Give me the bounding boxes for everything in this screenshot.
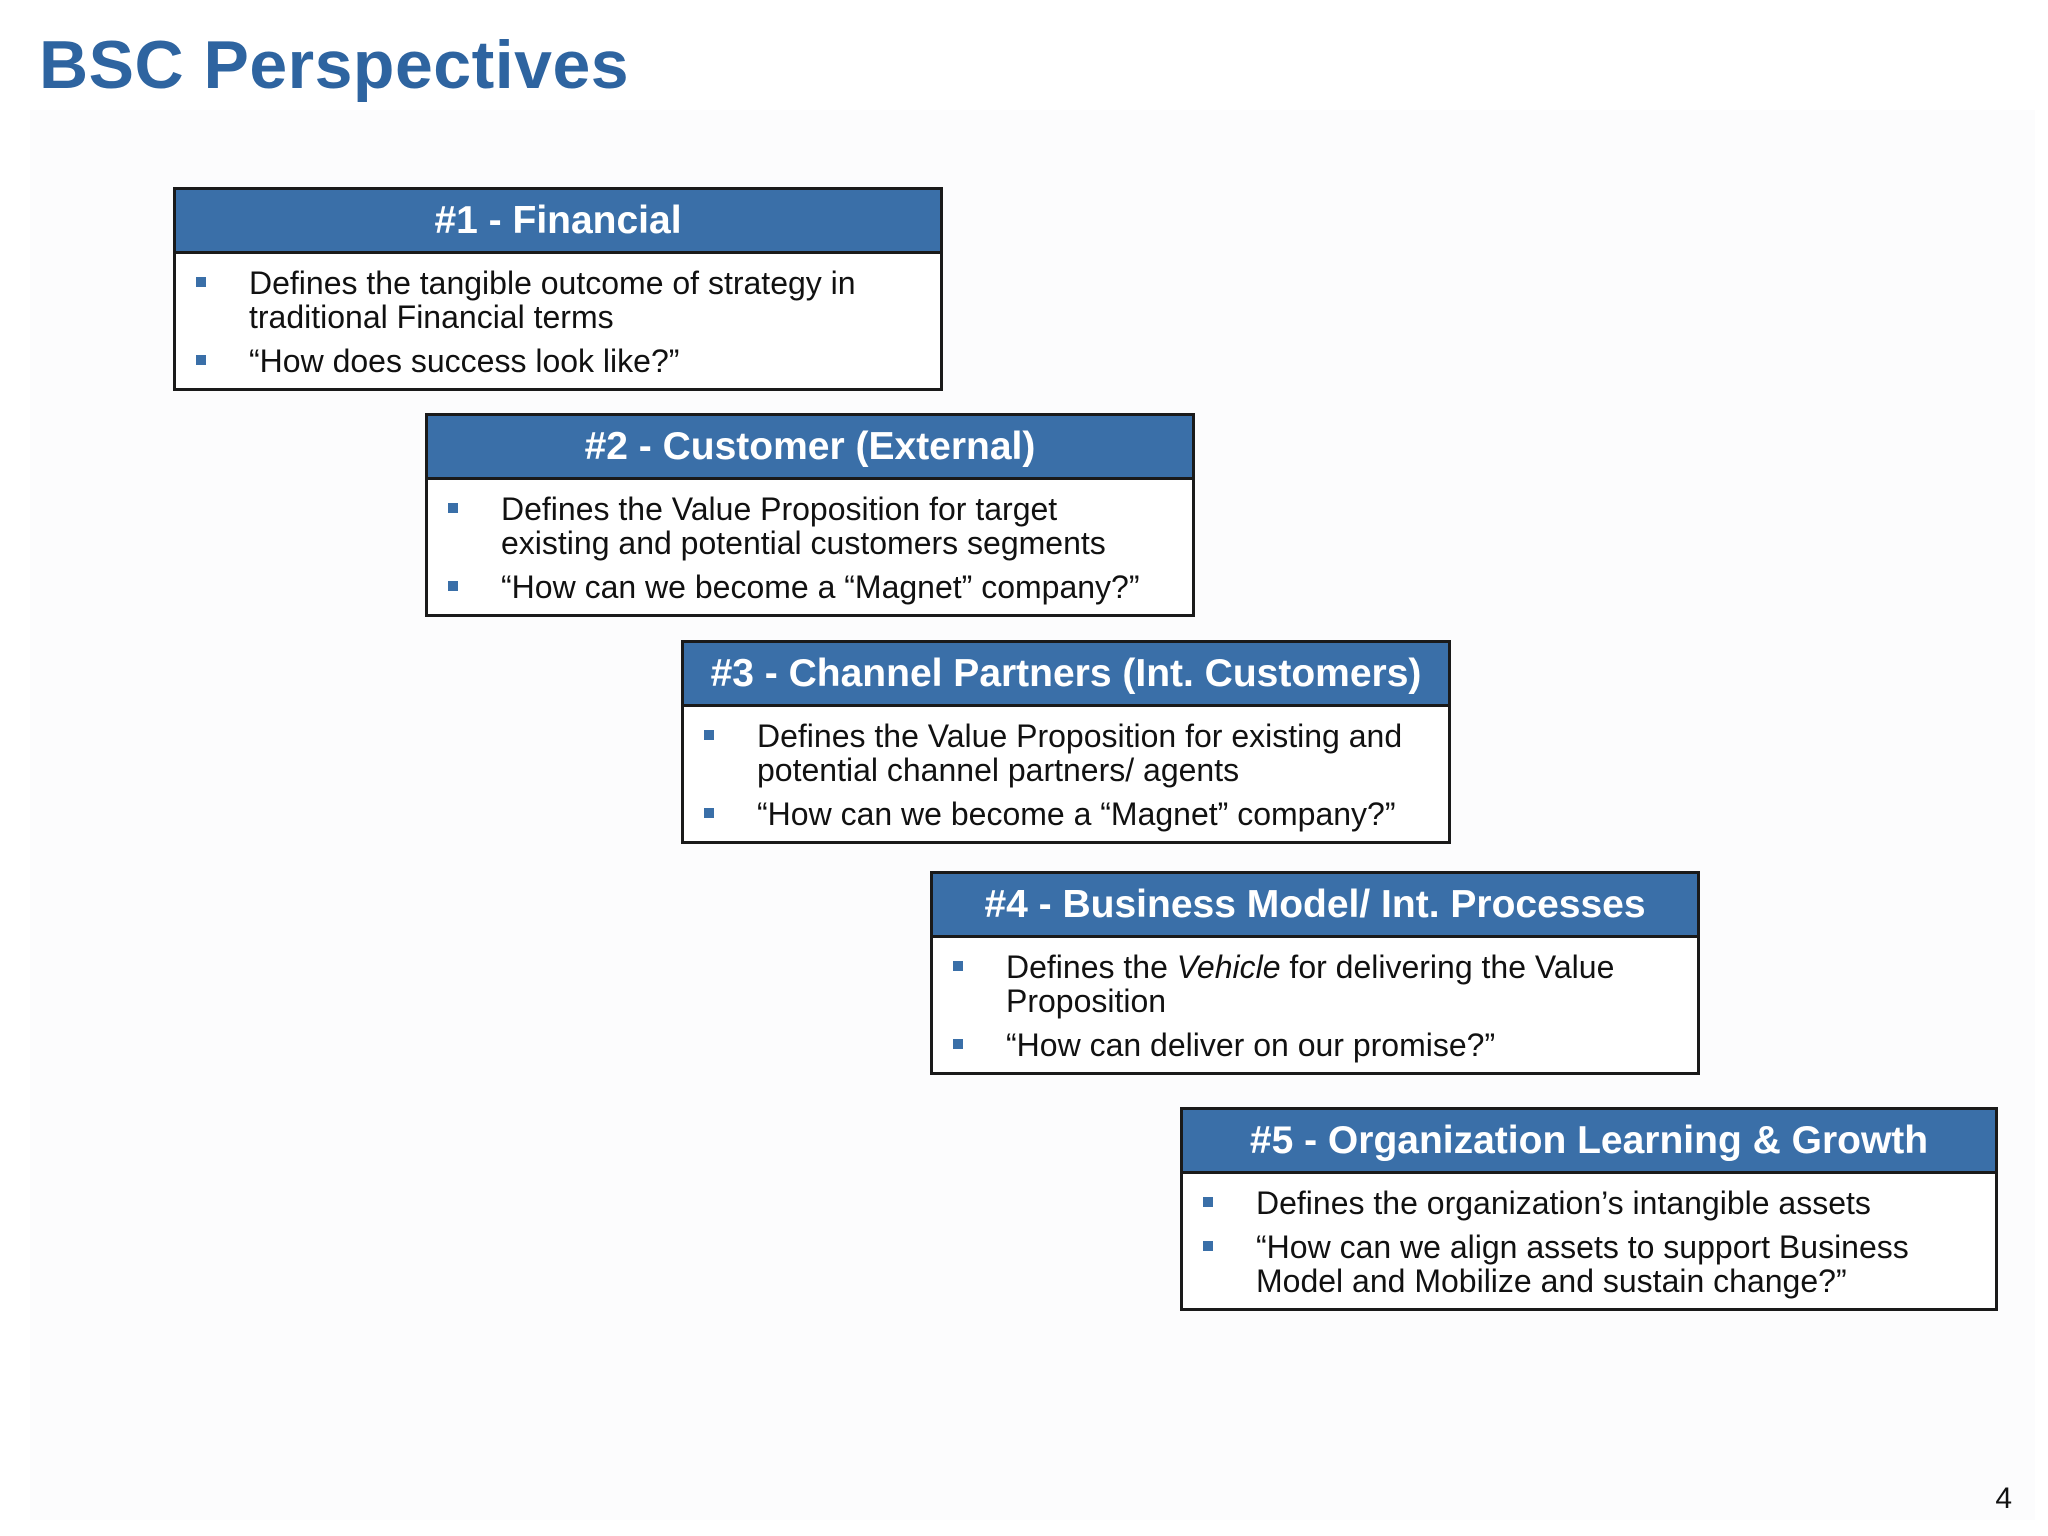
square-bullet-icon (196, 355, 206, 365)
perspective-card-financial: #1 - Financial Defines the tangible outc… (173, 187, 943, 391)
card-header: #4 - Business Model/ Int. Processes (933, 874, 1697, 938)
bullet-item: Defines the tangible outcome of strategy… (196, 266, 910, 334)
bullet-list: Defines the Value Proposition for target… (428, 480, 1192, 614)
card-header: #2 - Customer (External) (428, 416, 1192, 480)
bullet-text-part: for delivering the Value Proposition (1006, 949, 1615, 1019)
square-bullet-icon (953, 961, 963, 971)
bullet-item: “How can we become a “Magnet” company?” (704, 797, 1418, 831)
bullet-list: Defines the tangible outcome of strategy… (176, 254, 940, 388)
bullet-text: “How does success look like?” (249, 343, 680, 379)
bullet-list: Defines the Value Proposition for existi… (684, 707, 1448, 841)
bullet-item: “How does success look like?” (196, 344, 910, 378)
card-header: #1 - Financial (176, 190, 940, 254)
bullet-list: Defines the Vehicle for delivering the V… (933, 938, 1697, 1072)
square-bullet-icon (1203, 1241, 1213, 1251)
bullet-item: Defines the Value Proposition for existi… (704, 719, 1418, 787)
bullet-text: Defines the Vehicle for delivering the V… (1006, 949, 1614, 1019)
square-bullet-icon (448, 503, 458, 513)
bullet-item: Defines the organization’s intangible as… (1203, 1186, 1965, 1220)
bullet-text: Defines the organization’s intangible as… (1256, 1185, 1871, 1221)
square-bullet-icon (1203, 1197, 1213, 1207)
square-bullet-icon (448, 581, 458, 591)
bullet-text: Defines the tangible outcome of strategy… (249, 265, 856, 335)
bullet-text: “How can we become a “Magnet” company?” (757, 796, 1396, 832)
perspective-card-business-model: #4 - Business Model/ Int. Processes Defi… (930, 871, 1700, 1075)
bullet-text: “How can deliver on our promise?” (1006, 1027, 1496, 1063)
perspective-card-customer: #2 - Customer (External) Defines the Val… (425, 413, 1195, 617)
perspective-card-learning-growth: #5 - Organization Learning & Growth Defi… (1180, 1107, 1998, 1311)
bullet-text: “How can we align assets to support Busi… (1256, 1229, 1909, 1299)
square-bullet-icon (704, 730, 714, 740)
square-bullet-icon (704, 808, 714, 818)
perspective-card-channel-partners: #3 - Channel Partners (Int. Customers) D… (681, 640, 1451, 844)
page-number: 4 (1995, 1482, 2012, 1515)
bullet-item: Defines the Value Proposition for target… (448, 492, 1162, 560)
bullet-text: Defines the Value Proposition for existi… (757, 718, 1403, 788)
square-bullet-icon (953, 1039, 963, 1049)
emphasis-text: Vehicle (1176, 949, 1281, 985)
square-bullet-icon (196, 277, 206, 287)
card-header: #3 - Channel Partners (Int. Customers) (684, 643, 1448, 707)
bullet-list: Defines the organization’s intangible as… (1183, 1174, 1995, 1308)
bullet-item: “How can we become a “Magnet” company?” (448, 570, 1162, 604)
page-title: BSC Perspectives (39, 27, 630, 103)
bullet-text: “How can we become a “Magnet” company?” (501, 569, 1140, 605)
bullet-text-part: Defines the (1006, 949, 1177, 985)
bullet-item: Defines the Vehicle for delivering the V… (953, 950, 1667, 1018)
bullet-text: Defines the Value Proposition for target… (501, 491, 1106, 561)
bullet-item: “How can deliver on our promise?” (953, 1028, 1667, 1062)
bullet-item: “How can we align assets to support Busi… (1203, 1230, 1965, 1298)
card-header: #5 - Organization Learning & Growth (1183, 1110, 1995, 1174)
